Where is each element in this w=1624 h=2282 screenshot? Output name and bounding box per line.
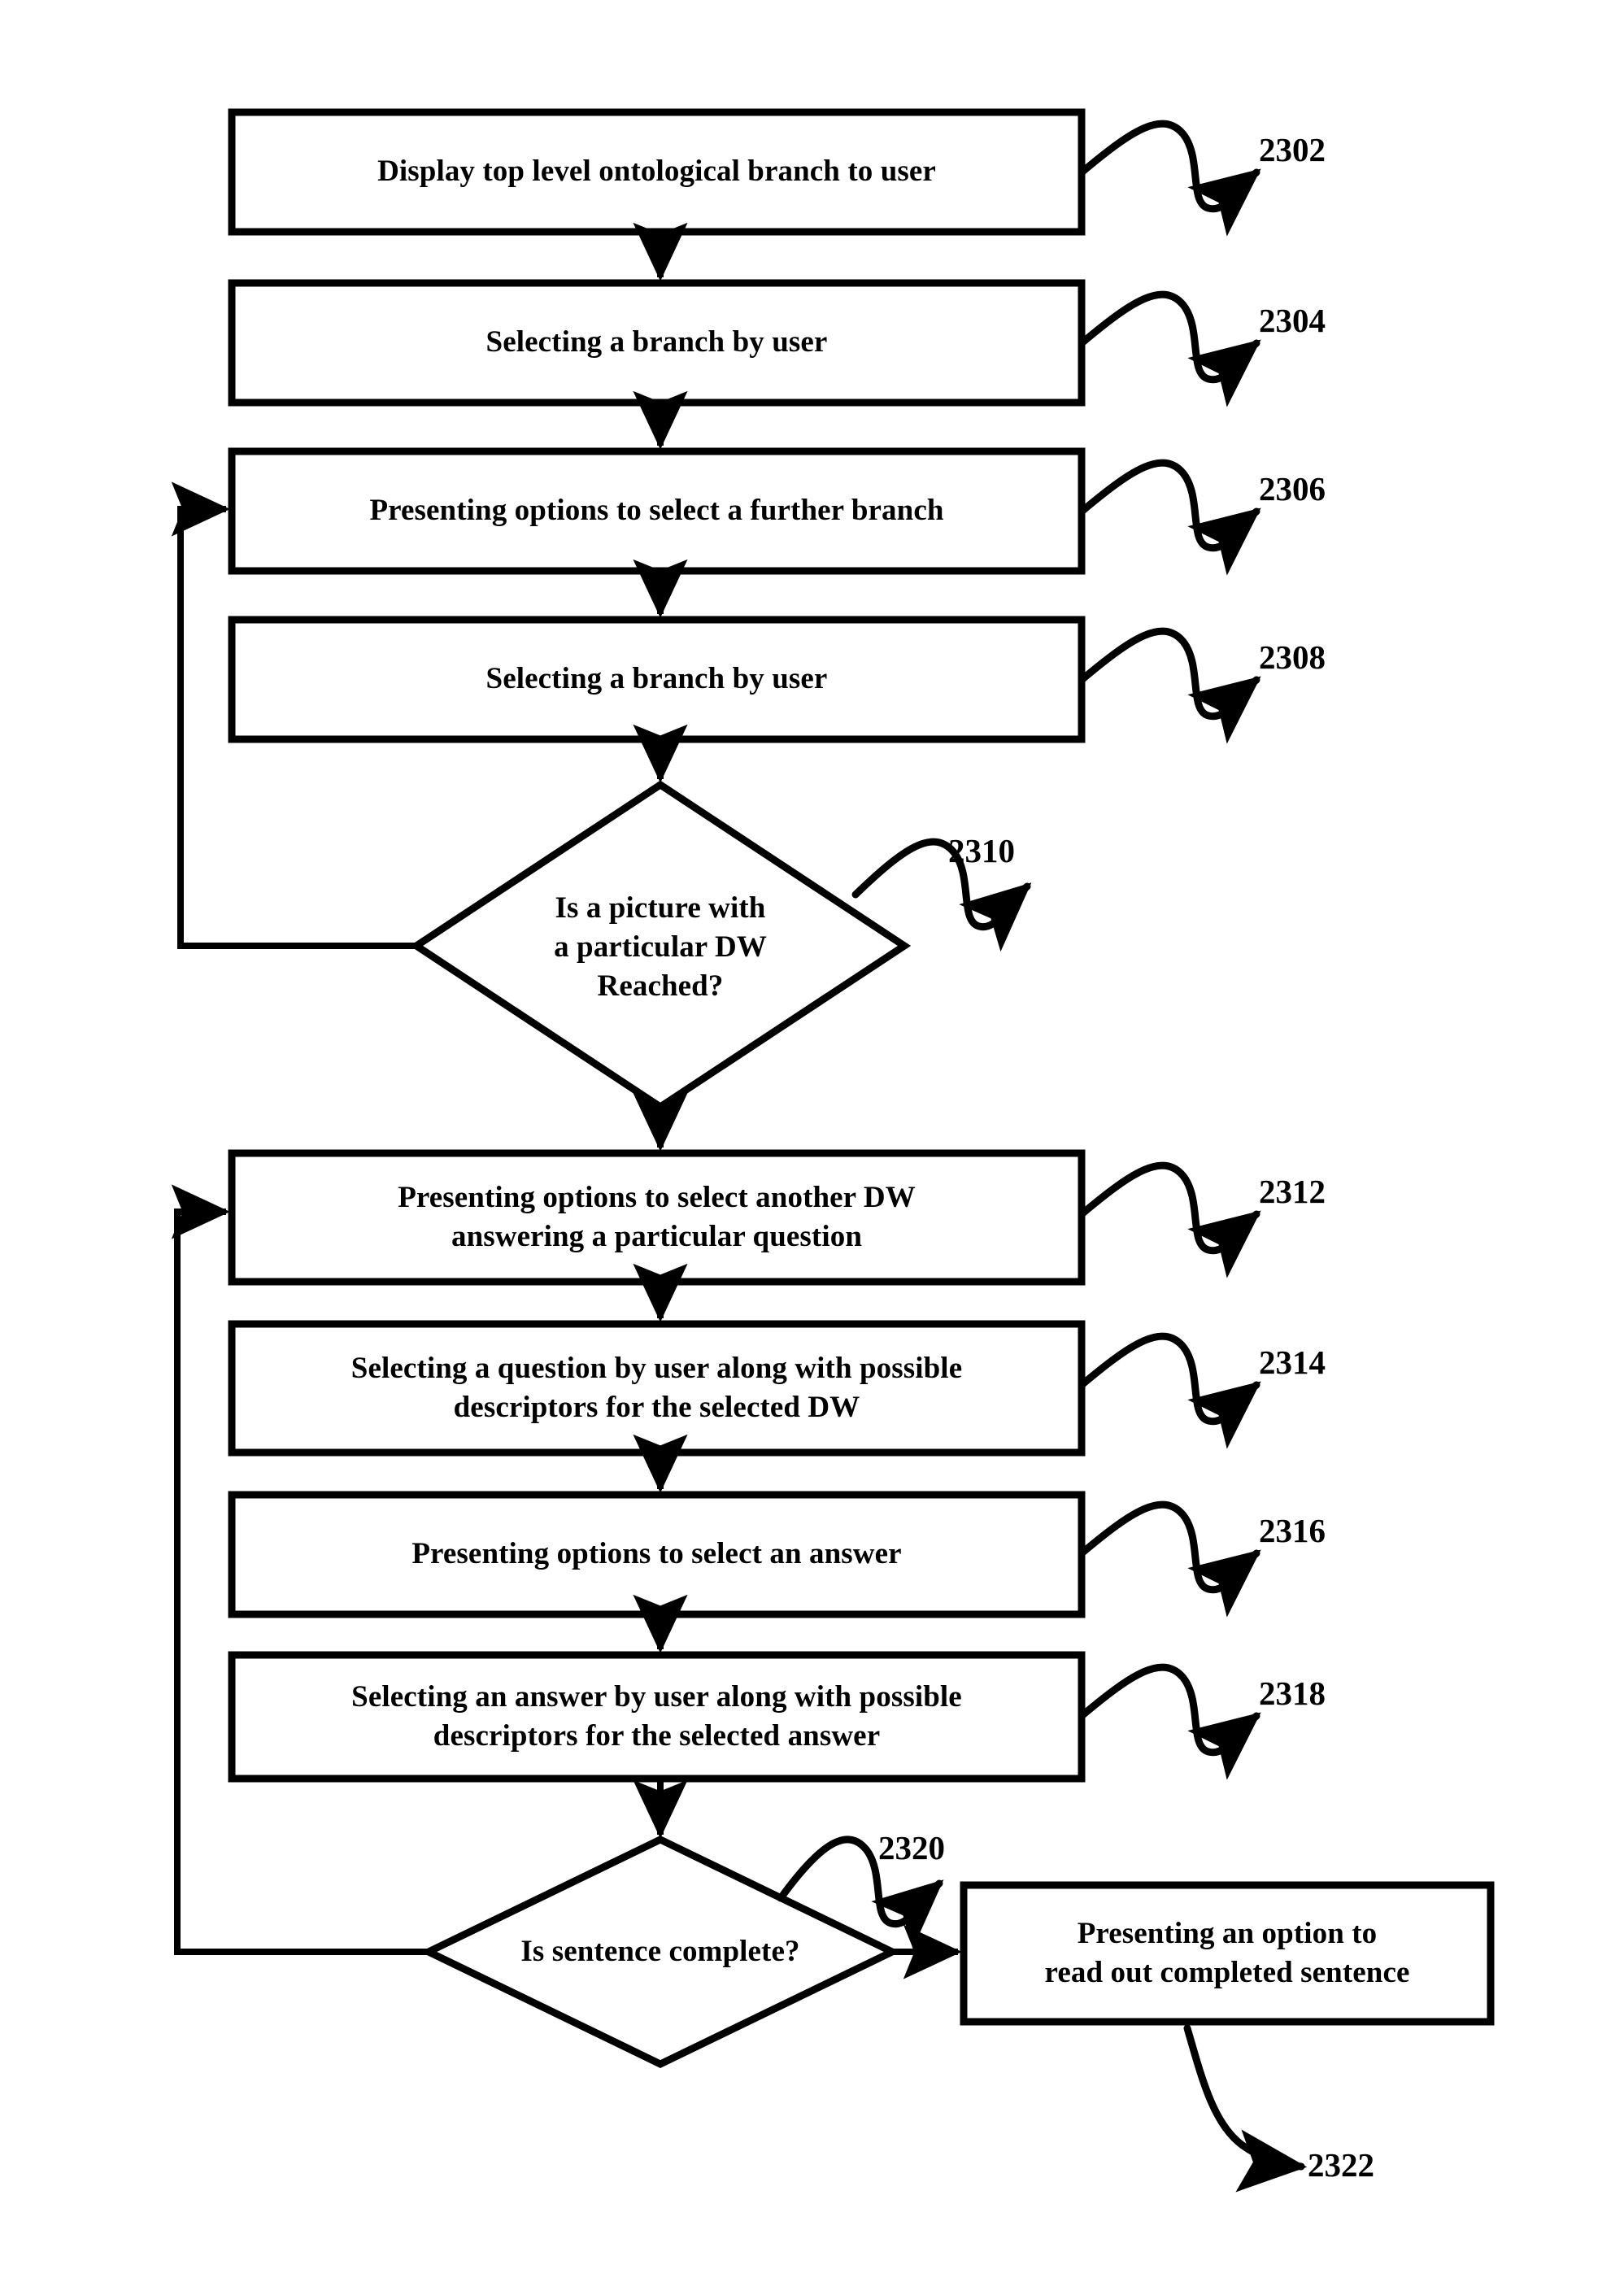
reference-numeral-2308: 2308	[1259, 638, 1326, 676]
node-box-2306	[228, 447, 1086, 575]
reference-numeral-2302: 2302	[1259, 131, 1326, 168]
node-box-2314	[228, 1320, 1086, 1457]
reference-numeral-2312: 2312	[1259, 1173, 1326, 1210]
node-box-2322	[960, 1881, 1495, 2026]
lead-line-2312	[1078, 1161, 1261, 1278]
node-box-2302	[228, 108, 1086, 236]
reference-numeral-2304: 2304	[1259, 302, 1326, 339]
node-box-2318	[228, 1651, 1086, 1783]
node-box-2316	[228, 1491, 1086, 1618]
reference-numeral-2318: 2318	[1259, 1674, 1326, 1712]
node-diamond-2310	[409, 780, 912, 1112]
reference-numeral-2314: 2314	[1259, 1344, 1326, 1381]
lead-line-2318	[1078, 1663, 1261, 1780]
lead-line-2308	[1078, 627, 1261, 744]
node-diamond-2320	[420, 1836, 901, 2068]
lead-line-2306	[1078, 459, 1261, 576]
node-box-2308	[228, 616, 1086, 743]
lead-line-2302	[1078, 120, 1261, 237]
node-box-2312	[228, 1149, 1086, 1286]
reference-numeral-2320: 2320	[878, 1829, 945, 1866]
lead-line-2314	[1078, 1332, 1261, 1449]
lead-line-2322	[1183, 2024, 1308, 2193]
node-box-2304	[228, 279, 1086, 407]
reference-numeral-2310: 2310	[948, 832, 1015, 869]
lead-line-2310	[851, 838, 1032, 952]
reference-numeral-2316: 2316	[1259, 1512, 1326, 1549]
feedback-loop-2320-to-2312	[171, 1184, 429, 1955]
lead-line-2320	[777, 1836, 944, 1949]
lead-line-2316	[1078, 1500, 1261, 1618]
reference-numeral-2322: 2322	[1308, 2146, 1374, 2184]
feedback-loop-2310-to-2306	[171, 481, 416, 949]
reference-numeral-2306: 2306	[1259, 470, 1326, 507]
lead-line-2304	[1078, 290, 1261, 407]
